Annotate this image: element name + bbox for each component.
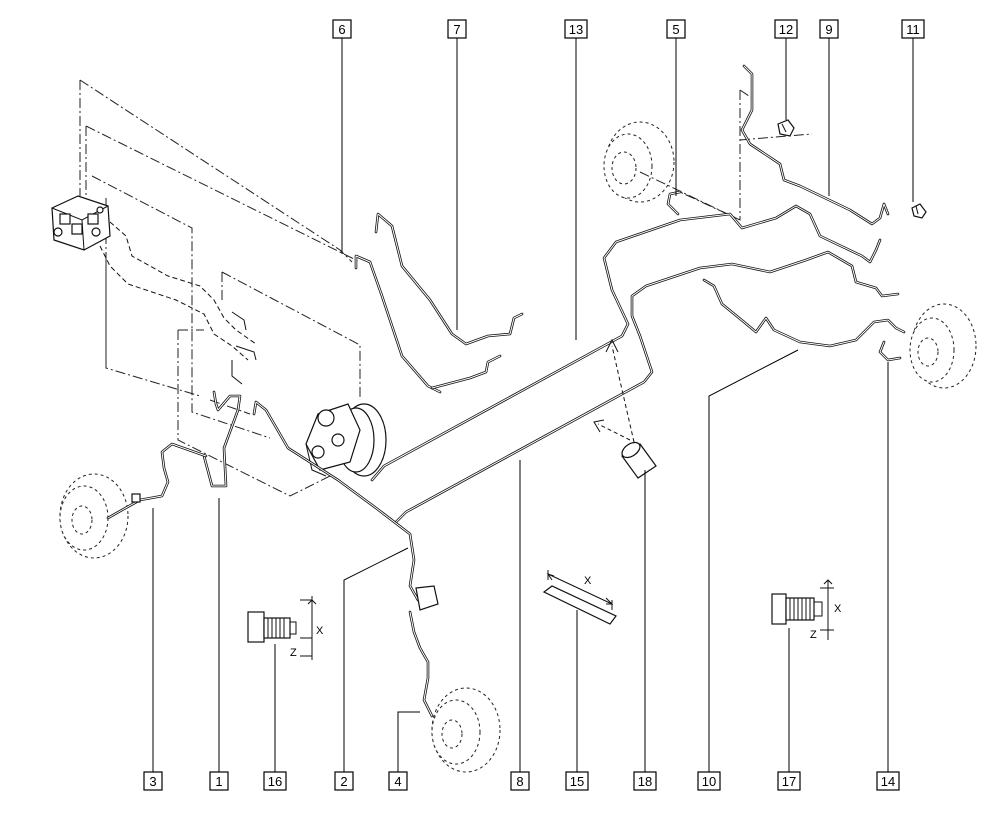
svg-text:14: 14	[881, 774, 895, 789]
abs-outlet-pipes	[99, 221, 257, 385]
svg-text:3: 3	[149, 774, 156, 789]
brake-pipe-1	[202, 390, 242, 488]
fitting-17: X Z	[771, 579, 842, 641]
svg-text:15: 15	[570, 774, 584, 789]
callout-1: 1	[209, 771, 229, 791]
brake-hose-5	[666, 190, 682, 216]
rear-left-wheel	[59, 473, 129, 559]
fitting-17-dim-z: Z	[810, 629, 817, 641]
brake-pipe-10	[702, 278, 906, 348]
brake-pipe-6	[354, 254, 442, 394]
phantom-connection-lines	[79, 79, 813, 497]
brake-pipe-2	[252, 400, 439, 611]
callout-2: 2	[334, 771, 354, 791]
brake-pipe-9	[740, 64, 890, 226]
brake-pipe-13	[370, 204, 882, 482]
svg-text:6: 6	[338, 22, 345, 37]
rear-right-wheel	[431, 687, 501, 773]
callout-7: 7	[447, 19, 467, 39]
brake-servo-master-cylinder	[305, 403, 387, 477]
callout-9: 9	[819, 19, 839, 39]
clip-12	[777, 119, 795, 137]
spacer-15-dim-x: X	[584, 575, 592, 587]
svg-text:4: 4	[394, 774, 401, 789]
callout-4: 4	[388, 771, 408, 791]
svg-text:1: 1	[215, 774, 222, 789]
callout-14: 14	[876, 771, 900, 791]
sleeve-18	[593, 338, 657, 479]
svg-text:8: 8	[516, 774, 523, 789]
callout-10: 10	[697, 771, 721, 791]
svg-text:13: 13	[569, 22, 583, 37]
spacer-15: X	[542, 570, 617, 625]
callout-12: 12	[774, 19, 798, 39]
svg-text:9: 9	[825, 22, 832, 37]
callout-5: 5	[666, 19, 686, 39]
callout-17: 17	[777, 771, 801, 791]
brake-hose-4	[408, 610, 434, 718]
svg-text:17: 17	[782, 774, 796, 789]
callout-18: 18	[633, 771, 657, 791]
callout-13: 13	[564, 19, 588, 39]
clip-11	[911, 203, 927, 219]
front-right-wheel	[909, 303, 977, 389]
callout-3: 3	[143, 771, 163, 791]
fitting-16: X Z	[247, 596, 324, 660]
brake-pipe-8	[394, 250, 900, 524]
brake-hose-3	[106, 442, 208, 520]
svg-text:7: 7	[453, 22, 460, 37]
svg-text:16: 16	[268, 774, 282, 789]
fitting-16-dim-z: Z	[290, 647, 297, 659]
fitting-17-dim-x: X	[834, 603, 842, 615]
svg-text:11: 11	[906, 22, 920, 37]
callout-6: 6	[332, 19, 352, 39]
svg-text:5: 5	[672, 22, 679, 37]
svg-text:18: 18	[638, 774, 652, 789]
fitting-16-dim-x: X	[316, 625, 324, 637]
callout-11: 11	[901, 19, 925, 39]
svg-text:12: 12	[779, 22, 793, 37]
abs-hydraulic-unit	[51, 195, 111, 251]
brake-hose-14	[878, 340, 902, 362]
leader-lines	[152, 38, 914, 772]
front-left-wheel	[603, 121, 675, 203]
callout-8: 8	[510, 771, 530, 791]
callout-15: 15	[565, 771, 589, 791]
svg-text:2: 2	[340, 774, 347, 789]
callout-16: 16	[263, 771, 287, 791]
brake-pipe-7	[374, 212, 524, 390]
svg-text:10: 10	[702, 774, 716, 789]
